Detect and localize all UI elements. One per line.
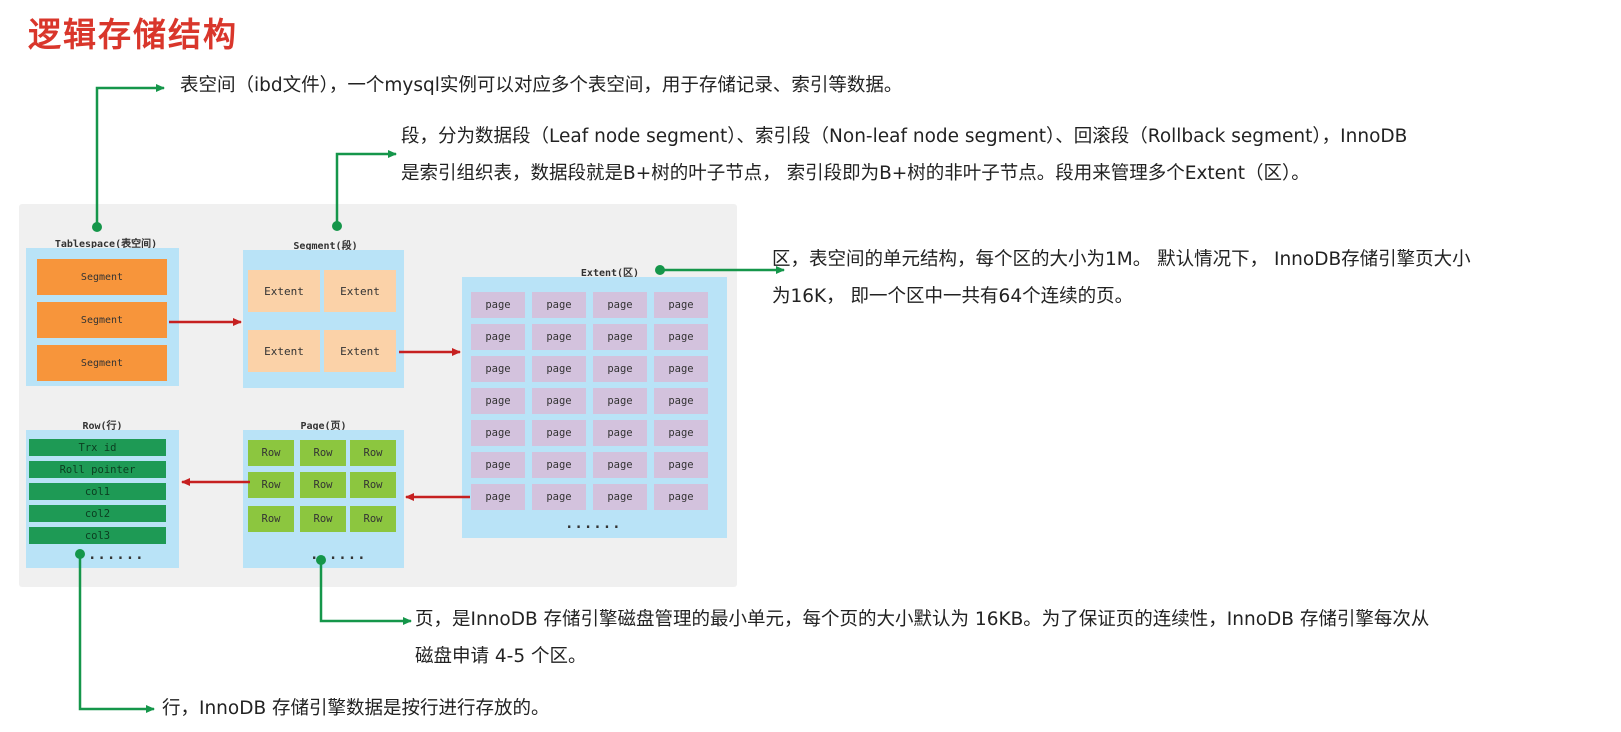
extent-page-cell: page xyxy=(532,388,586,414)
page-note-line-2: 磁盘申请 4-5 个区。 xyxy=(415,646,587,667)
extent-page-cell: page xyxy=(654,324,708,350)
extent-page-cell: page xyxy=(654,420,708,446)
segment-note-line-1: 段，分为数据段（Leaf node segment）、索引段（Non-leaf … xyxy=(401,126,1408,147)
extent-page-cell: page xyxy=(593,420,647,446)
tablespace-connector xyxy=(95,84,165,227)
extent-page-cell: page xyxy=(471,420,525,446)
tablespace-segment: Segment xyxy=(37,345,167,381)
extent-note-line-1: 区，表空间的单元结构，每个区的大小为1M。 默认情况下， InnoDB存储引擎页… xyxy=(772,249,1471,270)
extent-page-cell: page xyxy=(471,484,525,510)
row-connector xyxy=(78,554,155,713)
extent-page-cell: page xyxy=(593,324,647,350)
segment-connector xyxy=(335,150,397,226)
extent-page-cell: page xyxy=(593,484,647,510)
extent-page-cell: page xyxy=(532,356,586,382)
extent-page-cell: page xyxy=(593,452,647,478)
row-note: 行，InnoDB 存储引擎数据是按行进行存放的。 xyxy=(162,690,550,727)
extent-note: 区，表空间的单元结构，每个区的大小为1M。 默认情况下， InnoDB存储引擎页… xyxy=(772,241,1471,315)
segment-label: Segment(段) xyxy=(293,241,358,252)
row-field: Trx id xyxy=(29,439,166,456)
extent-note-line-2: 为16K， 即一个区中一共有64个连续的页。 xyxy=(772,286,1134,307)
extent-page-cell: page xyxy=(471,452,525,478)
row-field: col3 xyxy=(29,527,166,544)
page-note: 页，是InnoDB 存储引擎磁盘管理的最小单元，每个页的大小默认为 16KB。为… xyxy=(415,601,1429,675)
segment-extent: Extent xyxy=(248,330,320,372)
page-row-cell: Row xyxy=(300,440,346,466)
extent-page-cell: page xyxy=(532,484,586,510)
page-row-cell: Row xyxy=(248,472,294,498)
page-row-cell: Row xyxy=(350,440,396,466)
extent-page-cell: page xyxy=(593,356,647,382)
segment-note-line-2: 是索引组织表，数据段就是B+树的叶子节点， 索引段即为B+树的非叶子节点。段用来… xyxy=(401,163,1310,184)
extent-page-cell: page xyxy=(593,388,647,414)
page-note-line-1: 页，是InnoDB 存储引擎磁盘管理的最小单元，每个页的大小默认为 16KB。为… xyxy=(415,609,1430,630)
page-row-cell: Row xyxy=(350,506,396,532)
extent-page-cell: page xyxy=(654,484,708,510)
row-field: col2 xyxy=(29,505,166,522)
page-label: Page(页) xyxy=(300,421,347,432)
row-more: ...... xyxy=(88,547,145,563)
extent-page-cell: page xyxy=(654,292,708,318)
segment-note: 段，分为数据段（Leaf node segment）、索引段（Non-leaf … xyxy=(401,118,1407,192)
page-connector xyxy=(319,560,412,625)
row-label: Row(行) xyxy=(82,421,123,432)
page-row-cell: Row xyxy=(300,506,346,532)
extent-page-cell: page xyxy=(532,452,586,478)
extent-label: Extent(区) xyxy=(580,268,640,279)
page-row-cell: Row xyxy=(300,472,346,498)
extent-more: ...... xyxy=(565,516,622,532)
page-row-cell: Row xyxy=(248,440,294,466)
extent-page-cell: page xyxy=(593,292,647,318)
row-field: Roll pointer xyxy=(29,461,166,478)
page-row-cell: Row xyxy=(350,472,396,498)
extent-page-cell: page xyxy=(471,324,525,350)
extent-page-cell: page xyxy=(654,356,708,382)
row-note-line: 行，InnoDB 存储引擎数据是按行进行存放的。 xyxy=(162,698,550,719)
page-row-cell: Row xyxy=(248,506,294,532)
segment-extent: Extent xyxy=(324,330,396,372)
row-field: col1 xyxy=(29,483,166,500)
segment-extent: Extent xyxy=(248,270,320,312)
tablespace-segment: Segment xyxy=(37,302,167,338)
extent-page-cell: page xyxy=(471,356,525,382)
tablespace-label: Tablespace(表空间) xyxy=(54,239,158,250)
tablespace-note: 表空间（ibd文件），一个mysql实例可以对应多个表空间，用于存储记录、索引等… xyxy=(180,67,902,104)
page-title: 逻辑存储结构 xyxy=(28,15,238,54)
extent-page-cell: page xyxy=(471,388,525,414)
tablespace-segment: Segment xyxy=(37,259,167,295)
extent-page-cell: page xyxy=(532,292,586,318)
extent-page-cell: page xyxy=(532,420,586,446)
segment-extent: Extent xyxy=(324,270,396,312)
extent-page-cell: page xyxy=(654,452,708,478)
tablespace-note-line: 表空间（ibd文件），一个mysql实例可以对应多个表空间，用于存储记录、索引等… xyxy=(180,75,903,96)
extent-page-cell: page xyxy=(654,388,708,414)
extent-page-cell: page xyxy=(532,324,586,350)
extent-page-cell: page xyxy=(471,292,525,318)
